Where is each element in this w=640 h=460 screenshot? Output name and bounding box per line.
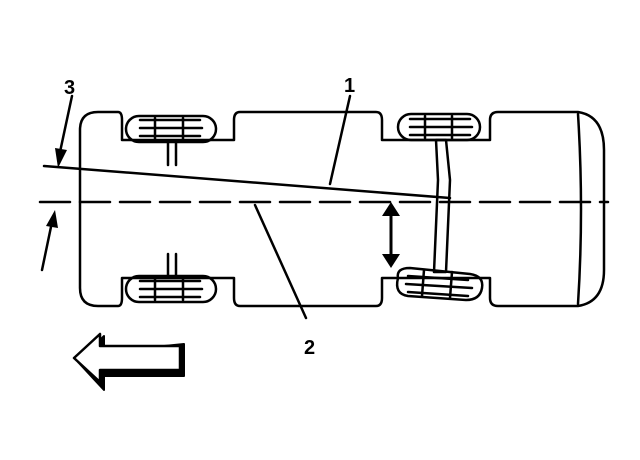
front-axle (432, 138, 452, 274)
front-top-wheel (396, 112, 482, 142)
vehicle-front-cap (576, 112, 583, 306)
thrust-line (42, 164, 452, 200)
vehicle-body-outline (78, 110, 606, 308)
arrow-left-hollow-icon (72, 332, 185, 391)
callout-2-label: 2 (304, 337, 315, 359)
rear-top-wheel (124, 114, 218, 144)
leader-line-2 (253, 203, 308, 320)
callout-1-label: 1 (344, 75, 355, 97)
callout-3-arrows (40, 94, 74, 272)
callout-3-label: 3 (64, 77, 75, 99)
rear-bottom-wheel (124, 274, 218, 304)
double-arrow-vertical-icon (382, 202, 400, 268)
front-bottom-wheel (395, 266, 484, 302)
leader-line-1 (328, 94, 352, 186)
